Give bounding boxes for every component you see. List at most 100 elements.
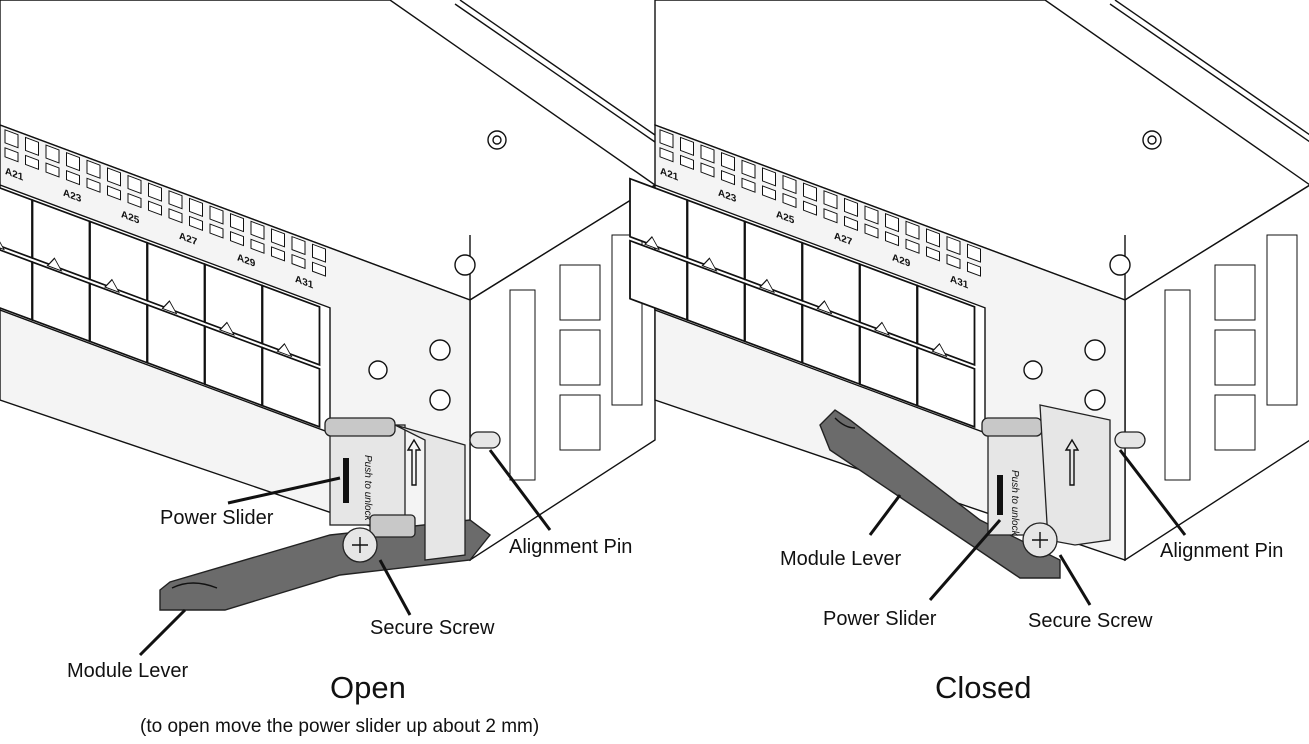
label-module-lever-open: Module Lever — [67, 660, 189, 682]
sfp-port — [916, 284, 976, 367]
vent-hole — [168, 208, 183, 224]
vent-hole — [926, 228, 940, 248]
port-latch-icon — [816, 300, 833, 315]
label-alignment-pin-closed: Alignment Pin — [1160, 540, 1284, 562]
vent-hole — [926, 246, 940, 262]
vent-hole — [864, 223, 879, 239]
vent-hole — [844, 215, 858, 232]
vent-hole — [312, 261, 326, 277]
label-secure-screw-open: Secure Screw — [370, 617, 495, 639]
alignment-pin-closed — [1114, 431, 1146, 449]
vent-hole — [946, 235, 961, 256]
vent-hole — [741, 159, 756, 179]
label-power-slider-open: Power Slider — [160, 507, 274, 529]
label-alignment-pin-open: Alignment Pin — [509, 536, 633, 558]
vent-hole — [803, 182, 817, 202]
vent-hole — [127, 174, 142, 195]
vent-hole — [230, 213, 244, 233]
vent-hole — [209, 205, 224, 225]
port-latch-icon — [0, 236, 5, 251]
vent-hole — [107, 167, 121, 187]
vent-hole — [782, 174, 797, 195]
vent-hole — [209, 223, 224, 239]
port-latch-icon — [219, 321, 235, 336]
port-latch-icon — [161, 300, 178, 315]
latch-open: Push to unlock — [138, 417, 552, 657]
vent-hole — [823, 208, 838, 224]
vent-hole — [864, 205, 879, 225]
arrow-up-icon — [406, 438, 422, 486]
vent-hole — [844, 197, 858, 218]
vent-hole — [721, 170, 735, 186]
sfp-port — [916, 346, 976, 429]
vent-hole — [45, 162, 60, 178]
power-slider-open[interactable] — [329, 424, 406, 526]
vent-hole — [189, 215, 203, 232]
vent-hole — [25, 154, 39, 171]
port-latch-icon — [104, 278, 120, 294]
port-latch-icon — [759, 278, 775, 294]
vent-hole — [946, 253, 961, 270]
vent-hole — [148, 200, 162, 216]
port-latch-icon — [644, 236, 660, 251]
vent-hole — [762, 185, 776, 201]
push-to-unlock-text: Push to unlock — [362, 455, 373, 522]
vent-hole — [823, 190, 838, 210]
vent-hole — [250, 220, 265, 240]
vent-hole — [967, 243, 981, 263]
port-latch-icon — [46, 257, 63, 272]
caption-open: Open — [330, 670, 406, 705]
vent-hole — [4, 129, 19, 149]
vent-hole — [312, 243, 326, 263]
vent-hole — [86, 177, 101, 193]
vent-hole — [782, 192, 797, 209]
vent-hole — [250, 238, 265, 254]
vent-hole — [291, 235, 306, 256]
vent-hole — [741, 177, 756, 193]
label-power-slider-closed: Power Slider — [823, 608, 937, 630]
module-lever-open[interactable] — [159, 519, 491, 611]
vent-hole — [45, 144, 60, 164]
port-latch-icon — [276, 342, 293, 358]
vent-hole — [803, 200, 817, 216]
arrow-up-icon — [1064, 438, 1080, 486]
vent-hole — [291, 253, 306, 270]
vent-hole — [659, 129, 674, 149]
vent-hole — [271, 228, 285, 248]
sfp-port — [261, 284, 321, 367]
vent-hole — [905, 220, 920, 240]
vent-hole — [168, 190, 183, 210]
caption-closed: Closed — [935, 670, 1032, 705]
push-to-unlock-text: Push to unlock — [1009, 470, 1020, 537]
open-instruction-note: (to open move the power slider up about … — [140, 716, 540, 737]
vent-hole — [66, 170, 80, 186]
vent-hole — [905, 238, 920, 254]
vent-hole — [700, 162, 715, 178]
vent-hole — [762, 167, 776, 187]
vent-hole — [680, 154, 694, 171]
vent-hole — [271, 246, 285, 262]
vent-hole — [659, 147, 674, 163]
port-latch-icon — [874, 321, 890, 336]
vent-hole — [148, 182, 162, 202]
vent-hole — [25, 136, 39, 157]
sfp-port — [261, 346, 321, 429]
vent-hole — [86, 159, 101, 179]
vent-hole — [680, 136, 694, 157]
latch-closed: Push to unlock — [819, 404, 1187, 606]
vent-hole — [700, 144, 715, 164]
vent-hole — [127, 192, 142, 209]
vent-hole — [4, 147, 19, 163]
module-lever-closed[interactable] — [819, 409, 1061, 579]
vent-hole — [967, 261, 981, 277]
alignment-pin-open — [469, 431, 501, 449]
label-module-lever-closed: Module Lever — [780, 548, 902, 570]
vent-hole — [66, 152, 80, 172]
label-secure-screw-closed: Secure Screw — [1028, 610, 1153, 632]
vent-hole — [230, 231, 244, 247]
vent-hole — [189, 197, 203, 218]
vent-hole — [885, 213, 899, 233]
